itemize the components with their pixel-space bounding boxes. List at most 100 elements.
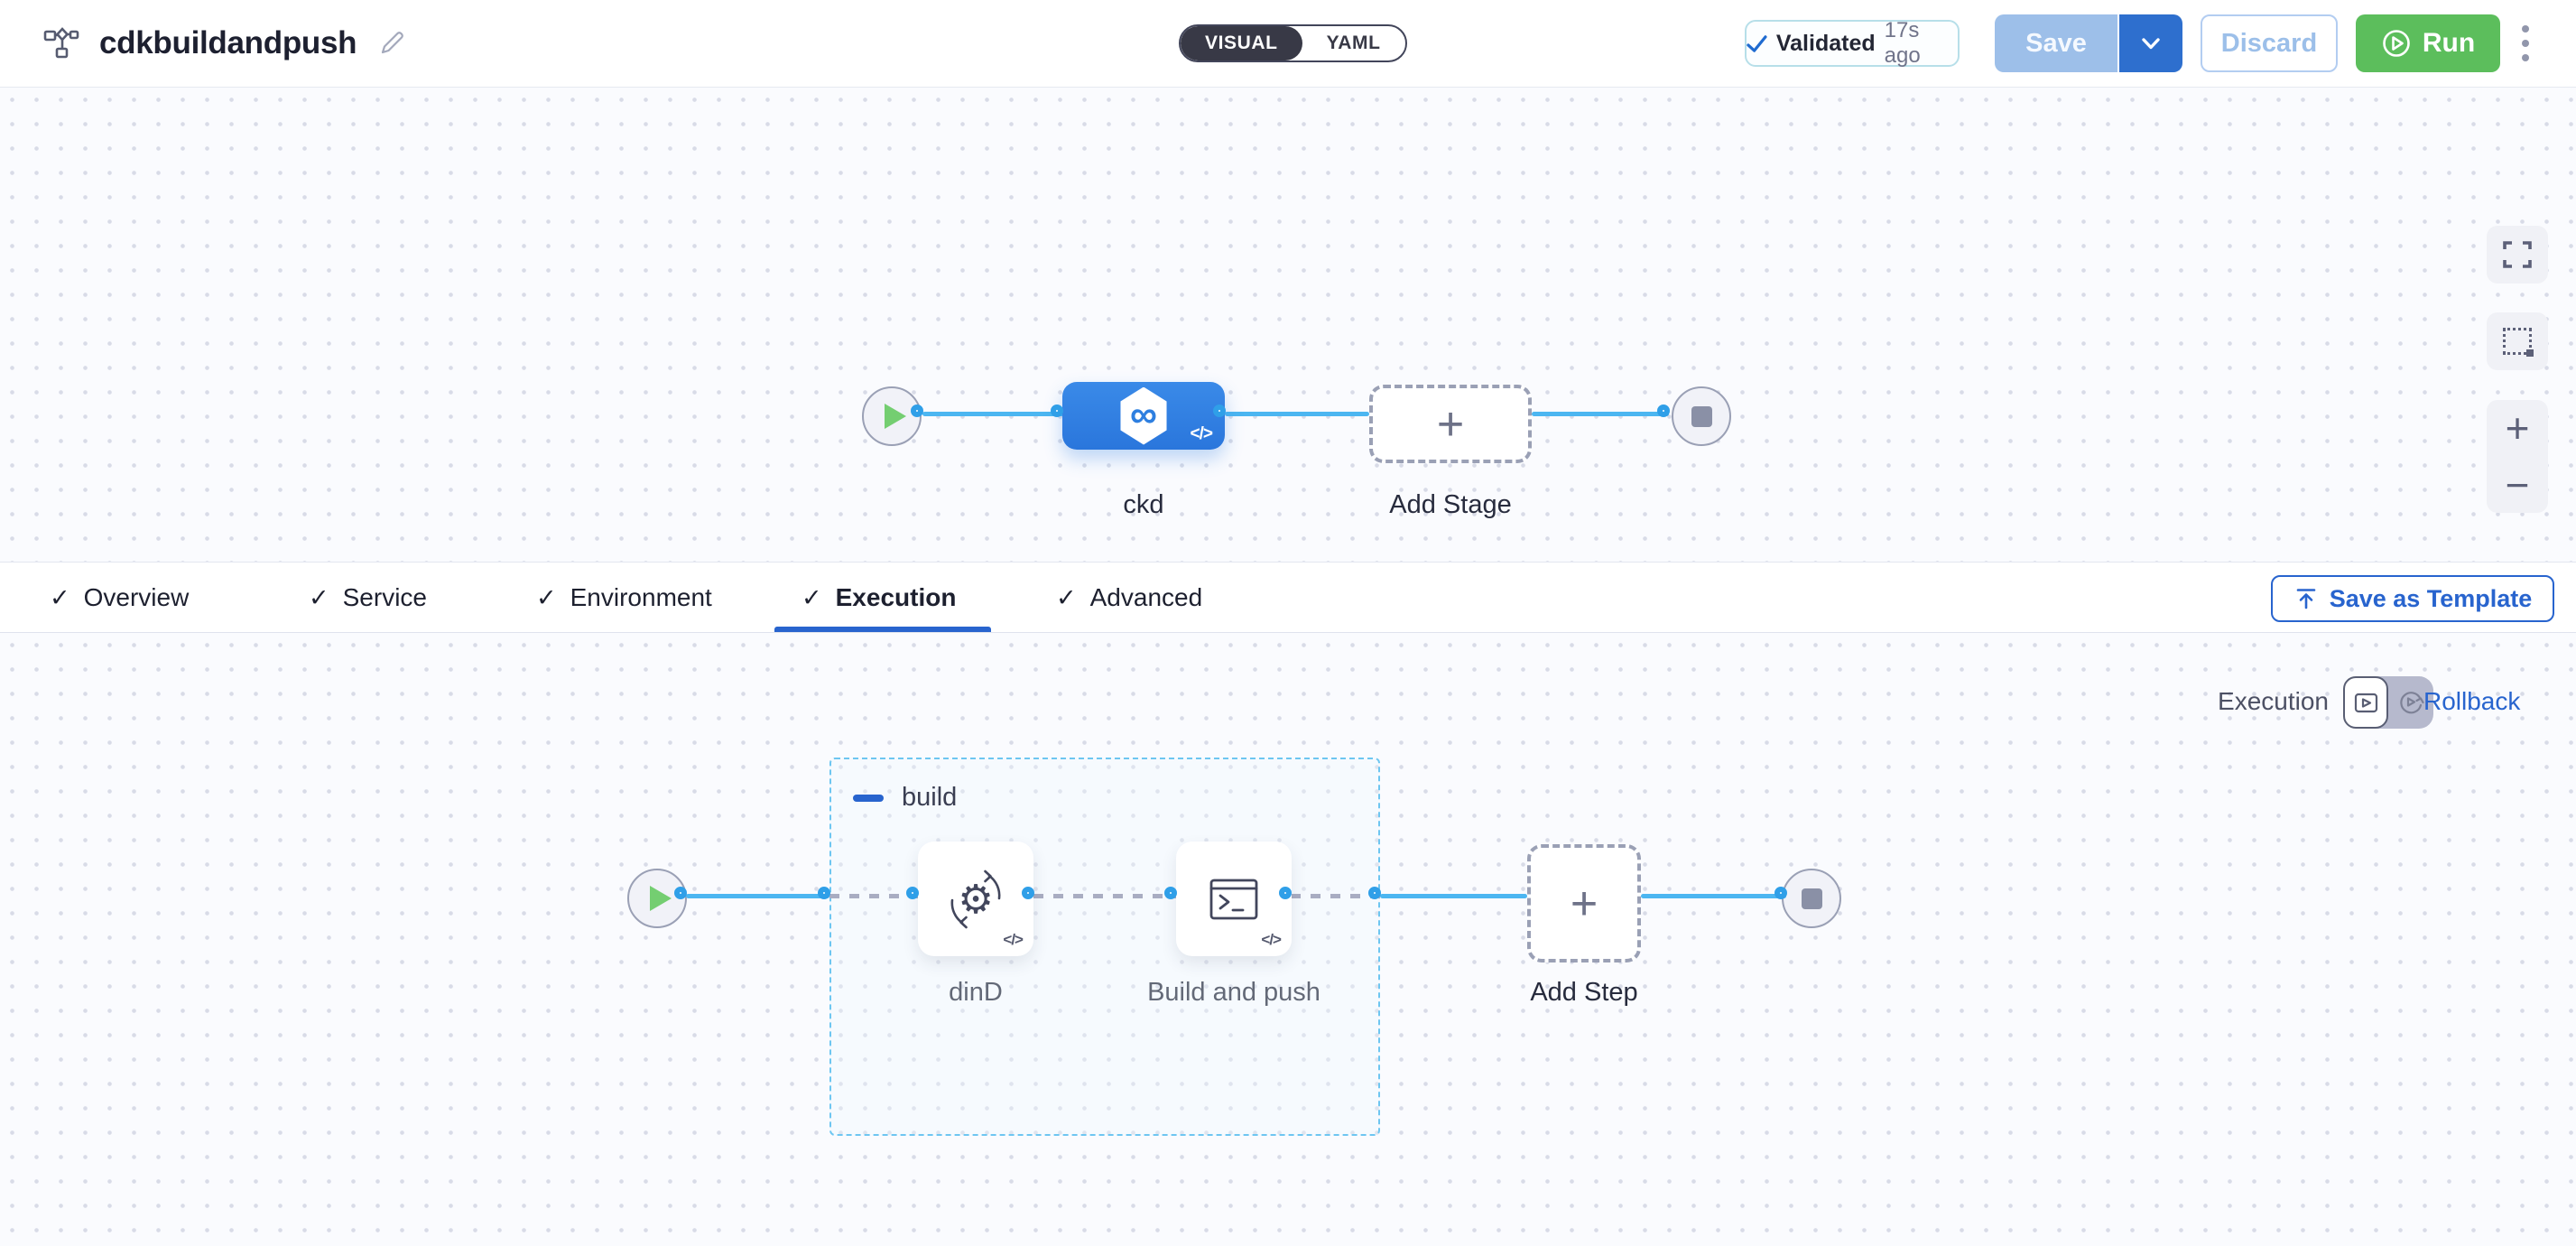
more-options-icon[interactable] (2515, 20, 2536, 67)
discard-button[interactable]: Discard (2201, 14, 2338, 72)
end-in-port[interactable] (1657, 404, 1670, 417)
stop-icon (1801, 888, 1822, 909)
pipeline-end-node (1672, 386, 1731, 446)
tab-service[interactable]: ✓ Service (309, 563, 427, 633)
rollback-mode-button[interactable] (2388, 676, 2433, 729)
pipeline-icon (43, 27, 79, 59)
zoom-panel: + − (2487, 400, 2548, 513)
step-node-dind[interactable]: ⚙ </> (918, 842, 1033, 956)
buildpush-out-port[interactable] (1279, 887, 1292, 899)
exec-end-in-port[interactable] (1774, 887, 1787, 899)
chevron-down-icon (2142, 37, 2160, 49)
toggle-yaml[interactable]: YAML (1326, 33, 1381, 53)
dind-in-port[interactable] (906, 887, 919, 899)
plus-icon: + (1570, 877, 1598, 930)
stage-tab-bar: ✓ Overview ✓ Service ✓ Environment ✓ Exe… (0, 562, 2576, 633)
execution-mode-label: Execution (2218, 687, 2329, 715)
exec-start-out-port[interactable] (674, 887, 687, 899)
ci-stage-icon: ∞ (1120, 386, 1167, 445)
execution-rollback-toggle (2343, 676, 2433, 729)
wire-dind-to-buildpush (1033, 894, 1176, 898)
execution-steps-icon (2354, 693, 2378, 713)
stage-out-port[interactable] (1213, 404, 1226, 417)
save-as-template-button[interactable]: Save as Template (2271, 575, 2554, 622)
tab-overview[interactable]: ✓ Overview (50, 563, 189, 633)
tab-label: Advanced (1089, 583, 1203, 611)
pipeline-start-node (862, 386, 922, 446)
wire-addstep-to-end (1641, 894, 1786, 898)
buildpush-in-port[interactable] (1164, 887, 1177, 899)
add-step-label: Add Step (1530, 978, 1638, 1007)
visual-yaml-toggle: VISUAL YAML (1179, 24, 1407, 62)
select-region-button[interactable] (2487, 312, 2548, 370)
tab-label: Environment (570, 583, 712, 611)
stage-canvas[interactable]: ∞ </> ckd + Add Stage + − (0, 88, 2576, 562)
group-in-port[interactable] (818, 887, 830, 899)
tab-label: Service (342, 583, 427, 611)
add-step-button[interactable]: + (1527, 844, 1641, 962)
step-group-header[interactable]: build (853, 783, 957, 813)
check-icon: ✓ (1056, 583, 1077, 611)
marquee-icon (2503, 328, 2534, 357)
check-icon: ✓ (309, 583, 329, 611)
execution-canvas[interactable]: Execution Rol (0, 633, 2576, 1246)
add-stage-label: Add Stage (1389, 490, 1512, 519)
step-yaml-badge-icon: </> (1003, 931, 1024, 948)
wire-buildpush-to-groupedge (1291, 894, 1380, 898)
page-title: cdkbuildandpush (99, 25, 357, 60)
dind-out-port[interactable] (1022, 887, 1034, 899)
run-play-icon (2383, 30, 2410, 57)
stage-node-ckd[interactable]: ∞ </> (1062, 382, 1225, 450)
step-name-label: dinD (949, 978, 1003, 1007)
execution-mode-button[interactable] (2343, 676, 2388, 729)
wire-stage-to-addstage (1225, 412, 1369, 416)
svg-text:⚙: ⚙ (958, 878, 993, 922)
validated-time: 17s ago (1884, 18, 1921, 68)
step-name-label: Build and push (1147, 978, 1320, 1007)
header-left: cdkbuildandpush (43, 0, 407, 87)
wire-start-to-group (686, 894, 829, 898)
run-button[interactable]: Run (2356, 14, 2500, 72)
tab-label: Overview (83, 583, 190, 611)
wire-addstage-to-end (1532, 412, 1669, 416)
validated-label: Validated (1775, 30, 1876, 56)
collapse-group-icon[interactable] (853, 794, 884, 802)
active-tab-underline (774, 627, 991, 632)
wire-group-to-addstep (1380, 894, 1527, 898)
rollback-link[interactable]: Rollback (2423, 687, 2521, 715)
rollback-icon (2400, 692, 2424, 714)
stage-in-port[interactable] (1051, 404, 1063, 417)
step-group-build (829, 758, 1380, 1136)
start-out-port[interactable] (911, 404, 923, 417)
tab-advanced[interactable]: ✓ Advanced (1056, 563, 1202, 633)
header: cdkbuildandpush VISUAL YAML Validated 17… (0, 0, 2576, 88)
toggle-visual[interactable]: VISUAL (1181, 26, 1302, 60)
fullscreen-button[interactable] (2487, 226, 2548, 284)
group-out-port[interactable] (1368, 887, 1381, 899)
save-as-template-label: Save as Template (2329, 584, 2533, 612)
stage-yaml-badge-icon: </> (1190, 424, 1214, 443)
save-split-button: Save (1995, 14, 2182, 72)
save-button[interactable]: Save (1995, 14, 2117, 72)
check-icon: ✓ (50, 583, 70, 611)
plus-icon: + (1436, 397, 1465, 451)
step-group-label: build (902, 783, 958, 812)
wire-group-to-dind (829, 894, 918, 898)
gear-sync-icon: ⚙ (950, 869, 1001, 928)
tab-execution[interactable]: ✓ Execution (802, 563, 956, 633)
check-icon (1747, 34, 1767, 52)
zoom-in-button[interactable]: + (2505, 404, 2530, 452)
save-options-button[interactable] (2117, 14, 2182, 72)
step-yaml-badge-icon: </> (1261, 931, 1282, 948)
upload-icon (2296, 589, 2315, 609)
service-dependency-icon: ⚙ (941, 865, 1010, 934)
add-stage-button[interactable]: + (1369, 385, 1532, 463)
validated-badge[interactable]: Validated 17s ago (1745, 18, 1960, 68)
start-play-icon (649, 886, 672, 911)
zoom-out-button[interactable]: − (2505, 460, 2530, 508)
stop-icon (1691, 405, 1712, 427)
edit-title-icon[interactable] (376, 28, 407, 59)
tab-environment[interactable]: ✓ Environment (536, 563, 712, 633)
step-node-build-and-push[interactable]: </> (1176, 842, 1292, 956)
